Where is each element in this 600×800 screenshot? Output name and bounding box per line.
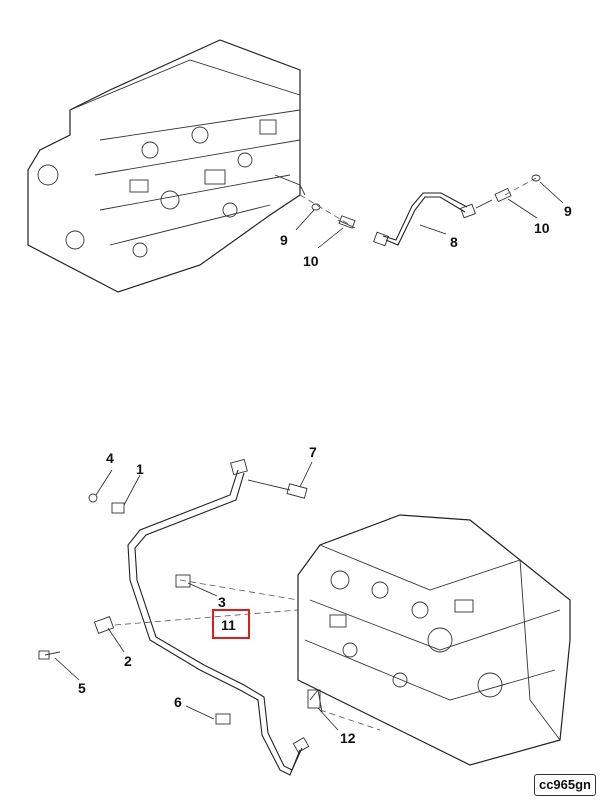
lower-pipe-assembly [38,458,381,776]
callout-4: 4 [106,450,114,466]
callout-1: 1 [136,461,144,477]
upper-pipe-assembly [299,174,541,247]
callout-12: 12 [340,730,356,746]
callout-2: 2 [124,653,132,669]
upper-engine-block [27,39,306,293]
callout-8: 8 [450,234,458,250]
callout-10-left: 10 [303,253,319,269]
callout-9-left: 9 [280,232,288,248]
lower-engine-block [297,514,571,766]
callout-3: 3 [218,594,226,610]
callout-11: 11 [221,617,236,633]
callout-9-right: 9 [564,203,572,219]
upper-leaders [295,181,564,249]
lower-leaders [54,461,339,731]
callout-10-right: 10 [534,220,550,236]
highlighted-callout-11[interactable]: 11 [212,609,250,639]
callout-6: 6 [174,694,182,710]
reference-code-label: cc965gn [534,774,596,796]
callout-5: 5 [78,680,86,696]
callout-7: 7 [309,444,317,460]
